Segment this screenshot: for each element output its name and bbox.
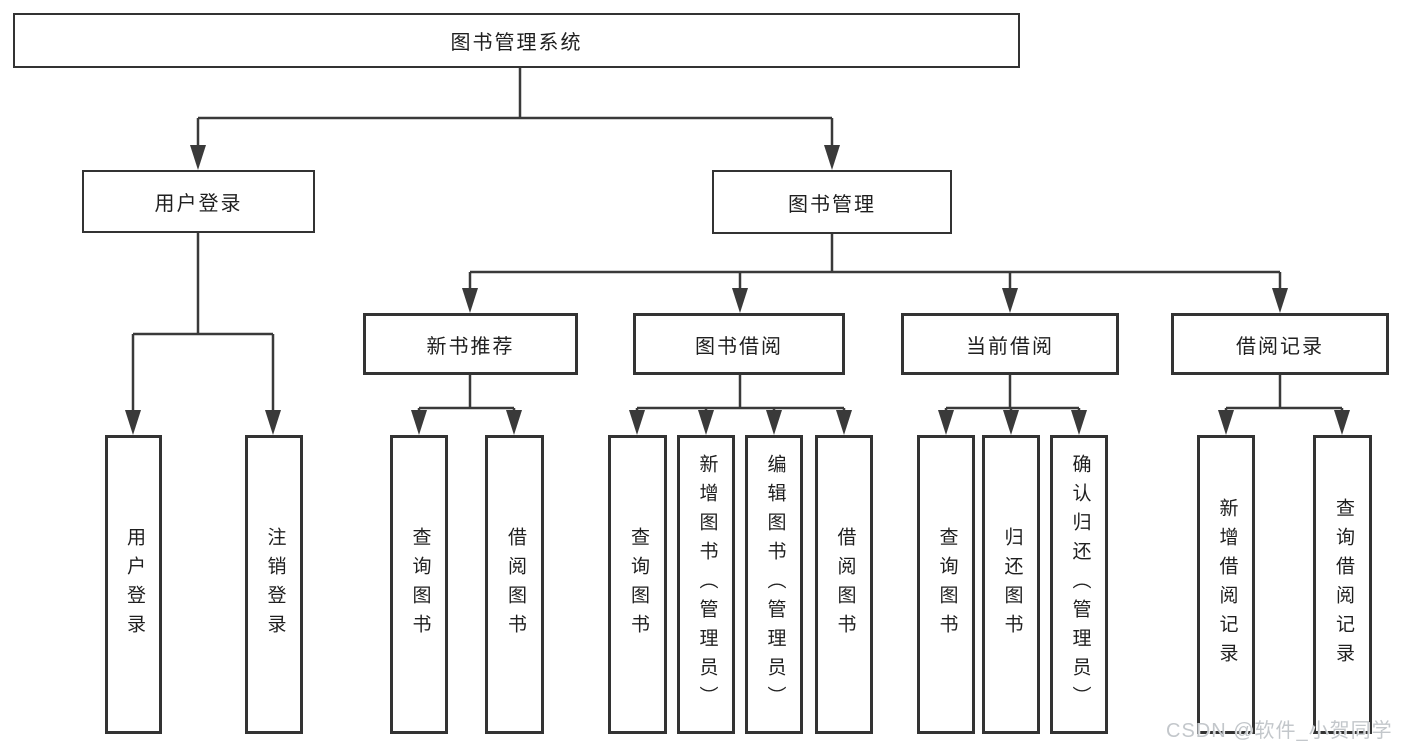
edge-current-to-leaves: [944, 375, 1081, 412]
leaf-label: 借阅图书: [834, 526, 856, 643]
arrowhead: [1272, 288, 1288, 313]
leaf-query-books-current: 查询图书: [917, 435, 975, 734]
node-user-login: 用户登录: [82, 170, 315, 233]
edge-borrow-to-leaves: [635, 375, 846, 412]
node-current-borrow: 当前借阅: [901, 313, 1119, 375]
leaf-logout-login: 注销登录: [245, 435, 303, 734]
arrowhead: [938, 410, 954, 435]
leaf-label: 编辑图书（管理员）: [764, 454, 786, 715]
leaf-label: 新增借阅记录: [1216, 497, 1238, 672]
edge-bookmgmt-to-level3: [468, 234, 1282, 290]
leaf-label: 借阅图书: [504, 526, 526, 643]
arrowhead: [824, 145, 840, 170]
arrowhead: [1334, 410, 1350, 435]
leaf-label: 查询图书: [409, 526, 431, 643]
leaf-return-books: 归还图书: [982, 435, 1040, 734]
edge-recommend-to-leaves: [417, 375, 516, 412]
leaf-borrow-books-recommend: 借阅图书: [485, 435, 544, 734]
leaf-label: 新增图书（管理员）: [696, 454, 718, 715]
node-book-management: 图书管理: [712, 170, 952, 234]
arrowhead: [1071, 410, 1087, 435]
edge-userlogin-to-leaves: [131, 233, 275, 412]
arrowhead: [629, 410, 645, 435]
arrowhead: [1218, 410, 1234, 435]
arrowhead: [190, 145, 206, 170]
node-root: 图书管理系统: [13, 13, 1020, 68]
leaf-borrow-books: 借阅图书: [815, 435, 873, 734]
leaf-label: 查询图书: [936, 526, 958, 643]
edge-records-to-leaves: [1224, 375, 1344, 412]
leaf-label: 用户登录: [123, 526, 145, 643]
leaf-label: 注销登录: [264, 526, 286, 643]
arrowhead: [766, 410, 782, 435]
csdn-watermark: CSDN @软件_小贺同学: [1166, 720, 1393, 742]
arrowhead: [125, 410, 141, 435]
arrowhead: [1002, 288, 1018, 313]
arrowhead: [1003, 410, 1019, 435]
leaf-query-books-recommend: 查询图书: [390, 435, 448, 734]
node-book-borrow: 图书借阅: [633, 313, 845, 375]
leaf-add-borrow-record: 新增借阅记录: [1197, 435, 1255, 734]
arrowhead: [411, 410, 427, 435]
arrowhead: [698, 410, 714, 435]
leaf-query-borrow-record: 查询借阅记录: [1313, 435, 1372, 734]
leaf-label: 归还图书: [1001, 526, 1023, 643]
arrowhead: [836, 410, 852, 435]
arrowhead: [462, 288, 478, 313]
leaf-label: 查询借阅记录: [1332, 497, 1354, 672]
arrowhead: [265, 410, 281, 435]
node-borrow-records: 借阅记录: [1171, 313, 1389, 375]
arrowhead: [506, 410, 522, 435]
leaf-user-login: 用户登录: [105, 435, 162, 734]
leaf-label: 确认归还（管理员）: [1069, 454, 1091, 715]
leaf-edit-books-admin: 编辑图书（管理员）: [745, 435, 803, 734]
leaf-label: 查询图书: [627, 526, 649, 643]
leaf-add-books-admin: 新增图书（管理员）: [677, 435, 735, 734]
leaf-query-books-borrow: 查询图书: [608, 435, 667, 734]
arrowhead: [732, 288, 748, 313]
node-new-book-recommend: 新书推荐: [363, 313, 578, 375]
edge-root-to-level2: [196, 68, 834, 146]
leaf-confirm-return-admin: 确认归还（管理员）: [1050, 435, 1108, 734]
